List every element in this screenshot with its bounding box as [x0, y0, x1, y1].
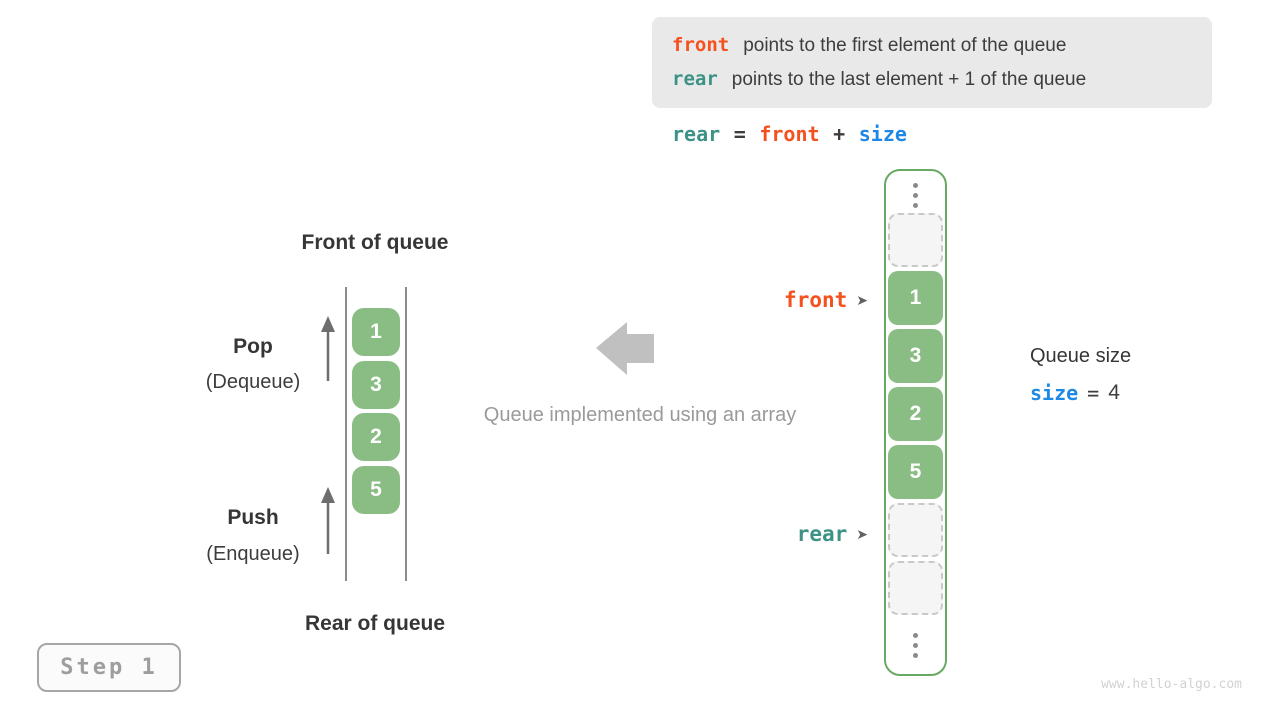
array-cell-filled: 1 [888, 271, 943, 325]
legend-line-rear: rear points to the last element + 1 of t… [672, 68, 1192, 91]
size-equals: = [1087, 381, 1100, 405]
formula-size: size [858, 122, 907, 146]
queue-cell: 5 [352, 466, 400, 514]
queue-size-title: Queue size [1030, 345, 1132, 367]
pop-up-arrow-icon [321, 316, 335, 381]
dequeue-label: (Dequeue) [205, 371, 301, 393]
front-pointer-label: front [784, 288, 848, 312]
front-of-queue-label: Front of queue [301, 231, 449, 254]
formula-rear: rear [672, 122, 721, 146]
front-pointer: front ➤ [700, 287, 868, 313]
front-token: front [672, 34, 730, 57]
enqueue-label: (Enqueue) [206, 543, 300, 565]
watermark: www.hello-algo.com [1101, 677, 1242, 692]
queue-cell: 3 [352, 361, 400, 409]
vertical-ellipsis-icon [913, 633, 918, 658]
array-cell-empty [888, 561, 943, 615]
push-label: Push [227, 506, 279, 529]
queue-cell: 2 [352, 413, 400, 461]
pop-label: Pop [233, 335, 273, 358]
center-caption: Queue implemented using an array [483, 404, 797, 426]
pointer-arrow-icon: ➤ [856, 292, 868, 308]
formula-front: front [759, 122, 820, 146]
rear-token: rear [672, 67, 718, 90]
queue-cell: 1 [352, 308, 400, 356]
array-cell-filled: 5 [888, 445, 943, 499]
formula: rear = front + size [672, 122, 907, 147]
step-badge-label: Step 1 [60, 655, 158, 680]
array-cell-filled: 3 [888, 329, 943, 383]
step-badge: Step 1 [37, 643, 181, 692]
queue-size-equation: size = 4 [1030, 381, 1120, 405]
size-value: 4 [1108, 381, 1120, 404]
legend-line-front: front points to the first element of the… [672, 34, 1192, 57]
array-cell-filled: 2 [888, 387, 943, 441]
queue-wall-left [345, 287, 347, 581]
legend-rear-text: points to the last element + 1 of the qu… [731, 68, 1087, 90]
formula-plus: + [833, 122, 846, 146]
left-arrow-icon [596, 322, 654, 375]
vertical-ellipsis-icon [913, 183, 918, 208]
size-variable: size [1030, 381, 1079, 405]
array-cell-empty [888, 503, 943, 557]
array-cell-empty [888, 213, 943, 267]
rear-pointer-label: rear [796, 522, 848, 546]
rear-pointer: rear ➤ [700, 521, 868, 547]
formula-equals: = [733, 122, 746, 146]
queue-wall-right [405, 287, 407, 581]
pointer-arrow-icon: ➤ [856, 526, 868, 542]
legend-box: front points to the first element of the… [652, 17, 1212, 108]
legend-front-text: points to the first element of the queue [743, 35, 1067, 57]
rear-of-queue-label: Rear of queue [304, 612, 446, 635]
push-up-arrow-icon [321, 487, 335, 554]
